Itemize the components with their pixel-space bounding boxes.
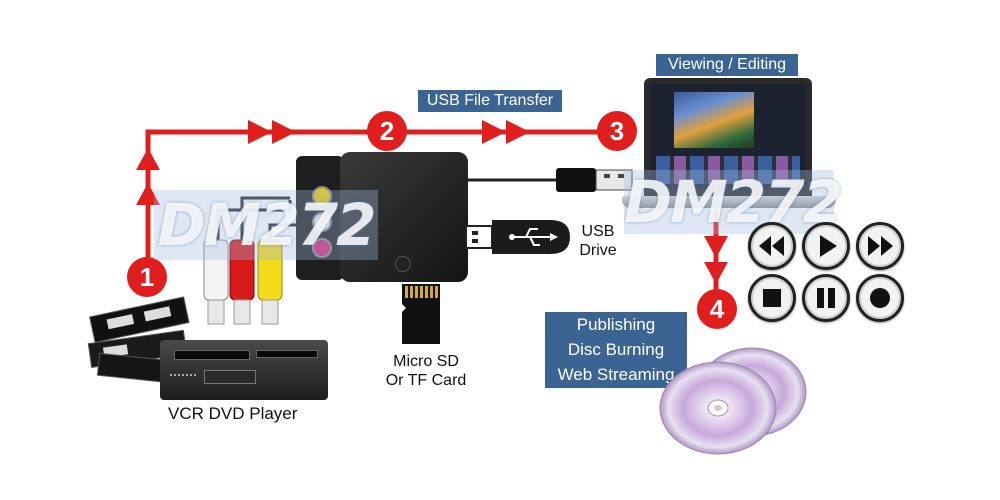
record-button[interactable] (856, 274, 904, 322)
arrowhead-right-3 (482, 120, 506, 144)
micro-sd-line-1: Micro SD (393, 353, 459, 370)
arrowhead-right-4 (506, 120, 530, 144)
play-button[interactable] (802, 222, 850, 270)
laptop-screen (650, 84, 806, 190)
publishing-line-1: Publishing (576, 315, 656, 334)
laptop-base (622, 196, 836, 208)
record-icon (870, 288, 890, 308)
publishing-line-3: Web Streaming (557, 365, 675, 384)
watermark-right: DM272 (624, 168, 843, 236)
video-preview (674, 92, 754, 148)
pause-icon (817, 288, 835, 308)
publishing-label-box: Publishing Disc Burning Web Streaming (545, 312, 687, 388)
usb-cable (466, 168, 633, 192)
micro-sd-card-icon (402, 284, 440, 344)
rewind-icon (759, 236, 784, 256)
vcr-display (204, 370, 256, 384)
step-badge-1: 1 (127, 257, 167, 297)
fast-forward-icon (868, 236, 893, 256)
laptop-screen-bezel (644, 78, 812, 196)
step-badge-3: 3 (597, 111, 637, 151)
vcr-tape-slot (174, 350, 250, 360)
discs-icon (659, 347, 807, 455)
capture-device (296, 150, 468, 284)
usb-drive-label: USB Drive (578, 222, 618, 260)
step-badge-2: 2 (367, 111, 407, 151)
stop-button[interactable] (748, 274, 796, 322)
vcr-dvd-player-device (160, 340, 328, 400)
av-input-block (296, 156, 344, 280)
audio-port-yellow (312, 186, 332, 206)
arrowhead-right-2 (272, 120, 296, 144)
usb-file-transfer-label: USB File Transfer (418, 90, 562, 112)
usb-drive-line-2: Drive (579, 242, 617, 259)
usb-drive-line-1: USB (581, 223, 615, 240)
device-button (395, 256, 411, 272)
rca-cables (203, 196, 296, 325)
arrowhead-down-1 (704, 236, 728, 258)
micro-sd-label: Micro SD Or TF Card (376, 352, 476, 390)
micro-sd-line-2: Or TF Card (385, 372, 467, 389)
arrowhead-right-1 (248, 120, 272, 144)
vcr-buttons (170, 374, 196, 382)
arrowhead-up-2 (136, 148, 160, 170)
step-badge-4: 4 (697, 289, 737, 329)
timeline-panel (656, 156, 800, 184)
pause-button[interactable] (802, 274, 850, 322)
flow-line-up (145, 129, 600, 268)
arrowhead-up-1 (136, 183, 160, 205)
audio-port-red (312, 238, 332, 258)
play-icon (820, 235, 837, 257)
arrowhead-down-2 (704, 262, 728, 284)
watermark-left: DM272 (154, 190, 378, 260)
laptop (622, 78, 836, 212)
device-body (340, 152, 468, 282)
stop-icon (763, 289, 781, 307)
viewing-editing-label: Viewing / Editing (656, 54, 798, 76)
publishing-line-2: Disc Burning (567, 340, 665, 359)
rewind-button[interactable] (748, 222, 796, 270)
usb-drive-icon (465, 220, 570, 254)
vcr-dvd-label: VCR DVD Player (168, 404, 298, 423)
fast-forward-button[interactable] (856, 222, 904, 270)
audio-port-white (312, 212, 332, 232)
dvd-tray (256, 350, 318, 358)
